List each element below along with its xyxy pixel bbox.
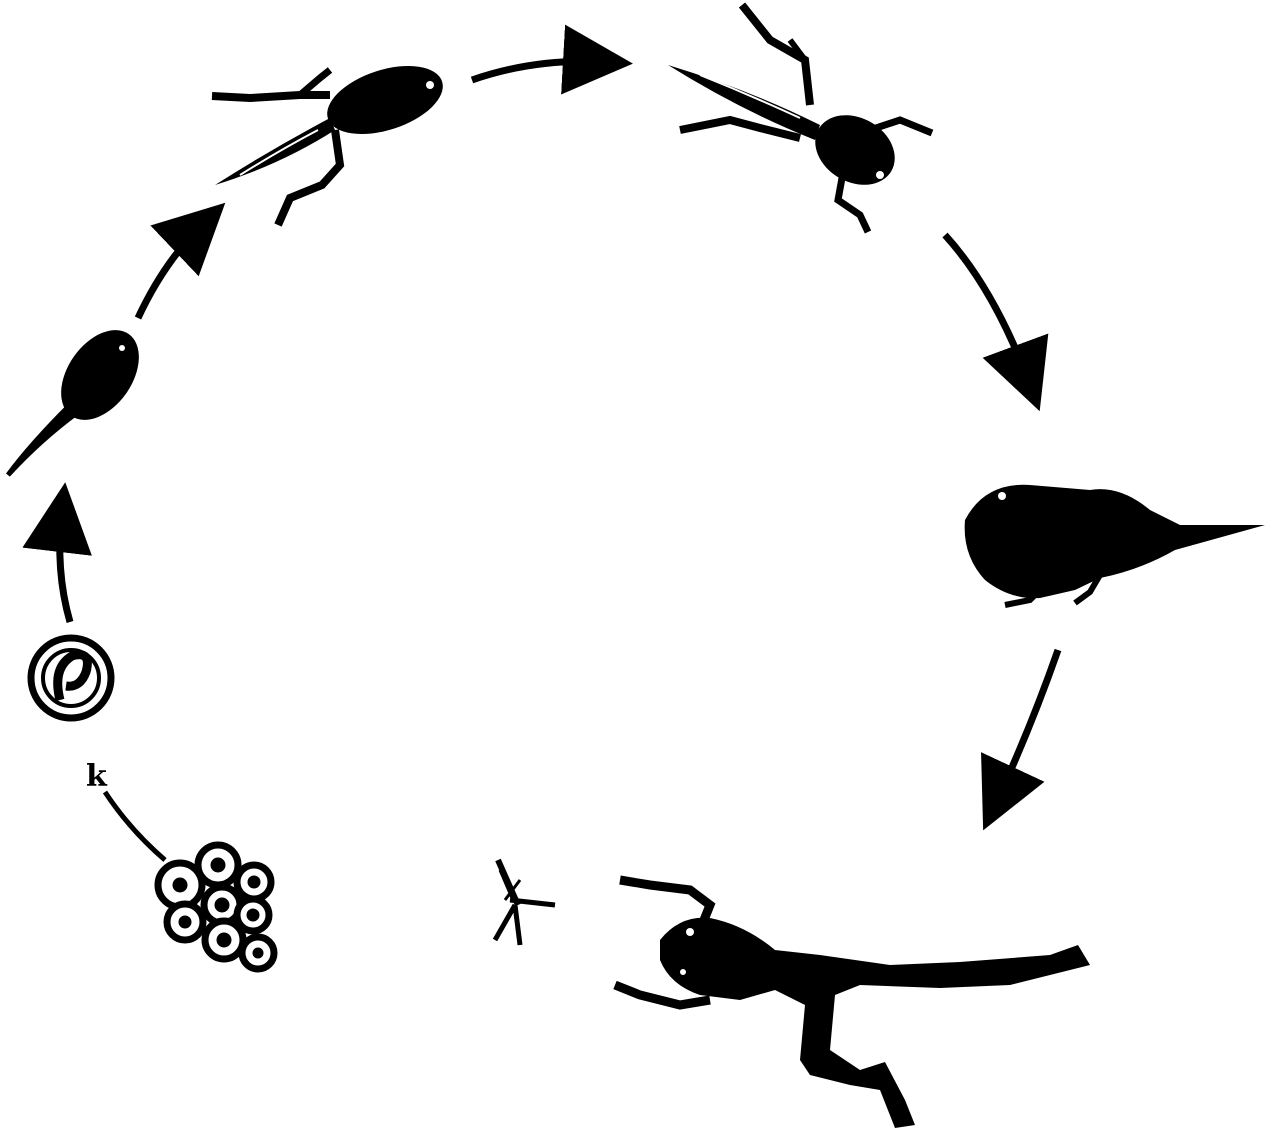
adult-frog-icon [615, 880, 1090, 1128]
arrow-k-to-eggs [105, 792, 165, 860]
arrow-tadpole-to-legged [138, 222, 205, 318]
tadpole-four-legs-icon [668, 5, 932, 232]
froglet-icon [965, 485, 1265, 605]
label-k: k [86, 762, 107, 792]
arrow-legged-to-fourlegs [472, 61, 605, 80]
arrow-froglet-to-adult [995, 650, 1058, 805]
frog-spawn-icon [158, 845, 274, 969]
tadpole-icon [8, 316, 155, 475]
mosquito-icon [495, 860, 555, 945]
arrow-fourlegs-to-froglet [945, 235, 1030, 385]
tadpole-with-legs-icon [212, 53, 451, 225]
arrow-egg-to-tadpole [60, 510, 70, 622]
embryo-egg-icon [31, 638, 111, 718]
